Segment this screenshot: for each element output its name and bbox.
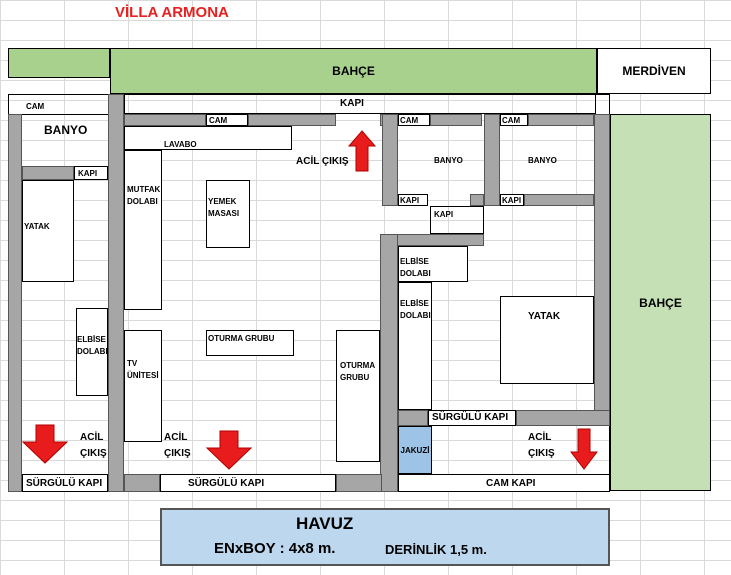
- jacuzzi-label: JAKUZİ: [400, 445, 430, 455]
- arrow-down-icon: [206, 430, 252, 470]
- dining-label: YEMEK MASASI: [208, 197, 240, 218]
- tv-label: TV ÜNİTESİ: [127, 359, 159, 380]
- wall: [524, 194, 594, 206]
- wall: [8, 114, 22, 492]
- wardrobe-right-2: [398, 282, 432, 410]
- wall: [108, 94, 124, 492]
- emergency-right-label: ACİL ÇIKIŞ: [528, 432, 555, 459]
- stairs-label: MERDİVEN: [622, 64, 686, 78]
- sofa-group-2: [336, 330, 380, 462]
- wall: [22, 166, 74, 180]
- bed-left: [22, 180, 74, 282]
- arrow-up-icon: [348, 130, 376, 172]
- glass-door-label: CAM KAPI: [486, 478, 536, 489]
- garden-top-label: BAHÇE: [332, 64, 375, 78]
- cam-r2-label: CAM: [502, 116, 521, 125]
- cam-r1-label: CAM: [400, 116, 419, 125]
- window-right-2: [500, 114, 528, 126]
- jacuzzi: JAKUZİ: [398, 426, 432, 474]
- wall: [380, 234, 398, 492]
- kitchen-cabinet-label: MUTFAK DOLABI: [127, 185, 161, 206]
- pool: [160, 508, 610, 566]
- bed-right: [500, 296, 594, 384]
- wall: [382, 114, 398, 206]
- page-title: VİLLA ARMONA: [115, 4, 229, 21]
- door-right-1: [398, 194, 428, 206]
- bed-left-label: YATAK: [24, 222, 50, 231]
- kapi-r3-label: KAPI: [434, 210, 454, 219]
- cam-left-label: CAM: [26, 102, 45, 111]
- wall: [398, 410, 428, 426]
- pool-dimensions: ENxBOY : 4x8 m.: [214, 540, 336, 557]
- bath-r2-label: BANYO: [528, 156, 557, 165]
- sink: [124, 126, 292, 150]
- door-right-2: [500, 194, 524, 206]
- sliding-door-left: [22, 474, 108, 492]
- door-right-3: [430, 206, 484, 234]
- wardrobe-r1-label: ELBİSE DOLABI: [400, 257, 431, 278]
- wall: [124, 114, 206, 126]
- living2-label: OTURMA GRUBU: [340, 361, 375, 382]
- bed-right-label: YATAK: [528, 311, 561, 322]
- garden-top: BAHÇE: [110, 48, 597, 94]
- dining-table: [206, 180, 250, 248]
- window-right-1: [398, 114, 430, 126]
- kitchen-cabinet: [124, 150, 162, 310]
- garden-top-left: [8, 48, 110, 78]
- bath-r1-label: BANYO: [434, 156, 463, 165]
- stairs: MERDİVEN: [597, 48, 711, 94]
- arrow-down-icon: [22, 424, 68, 464]
- emergency-top-label: ACİL ÇIKIŞ: [296, 156, 349, 167]
- arrow-down-icon: [570, 428, 598, 470]
- glass-door: [398, 474, 610, 492]
- slide-center-label: SÜRGÜLÜ KAPI: [188, 478, 265, 489]
- cam-center-label: CAM: [209, 116, 228, 125]
- window-line: [22, 114, 108, 115]
- pool-title: HAVUZ: [296, 514, 354, 533]
- wall: [336, 474, 382, 492]
- slide-left-label: SÜRGÜLÜ KAPI: [26, 478, 103, 489]
- sink-label: LAVABO: [164, 140, 197, 149]
- wall: [484, 114, 500, 206]
- garden-right: BAHÇE: [610, 114, 711, 491]
- pool-depth: DERİNLİK 1,5 m.: [385, 542, 487, 557]
- wall: [516, 410, 610, 426]
- top-door-strip: [124, 94, 596, 114]
- bath-left-label: BANYO: [44, 123, 88, 137]
- sofa-group: [206, 330, 294, 356]
- door-top-label: KAPI: [340, 98, 364, 109]
- sliding-door-center: [160, 474, 336, 492]
- emergency-center-label: ACİL ÇIKIŞ: [164, 432, 191, 459]
- wardrobe-right-1: [398, 246, 468, 282]
- wardrobe-left: [76, 308, 108, 396]
- wall: [594, 114, 610, 426]
- living1-label: OTURMA GRUBU: [208, 334, 275, 343]
- slide-right-label: SÜRGÜLÜ KAPI: [432, 412, 509, 423]
- kapi-r1-label: KAPI: [400, 196, 420, 205]
- wall: [430, 114, 482, 126]
- wall: [470, 194, 484, 206]
- sliding-door-right: [428, 410, 516, 426]
- emergency-left-label: ACİL ÇIKIŞ: [80, 432, 107, 459]
- door-left: [74, 166, 108, 180]
- wall: [248, 114, 336, 126]
- wardrobe-left-label: ELBİSE DOLABI: [77, 335, 108, 356]
- wardrobe-r2-label: ELBİSE DOLABI: [400, 299, 431, 320]
- kapi-left-label: KAPI: [78, 169, 98, 178]
- kapi-r2-label: KAPI: [502, 196, 522, 205]
- tv-unit: [124, 330, 162, 442]
- wall: [124, 474, 160, 492]
- garden-right-label: BAHÇE: [639, 295, 682, 310]
- wall: [528, 114, 594, 126]
- window-center: [206, 114, 248, 126]
